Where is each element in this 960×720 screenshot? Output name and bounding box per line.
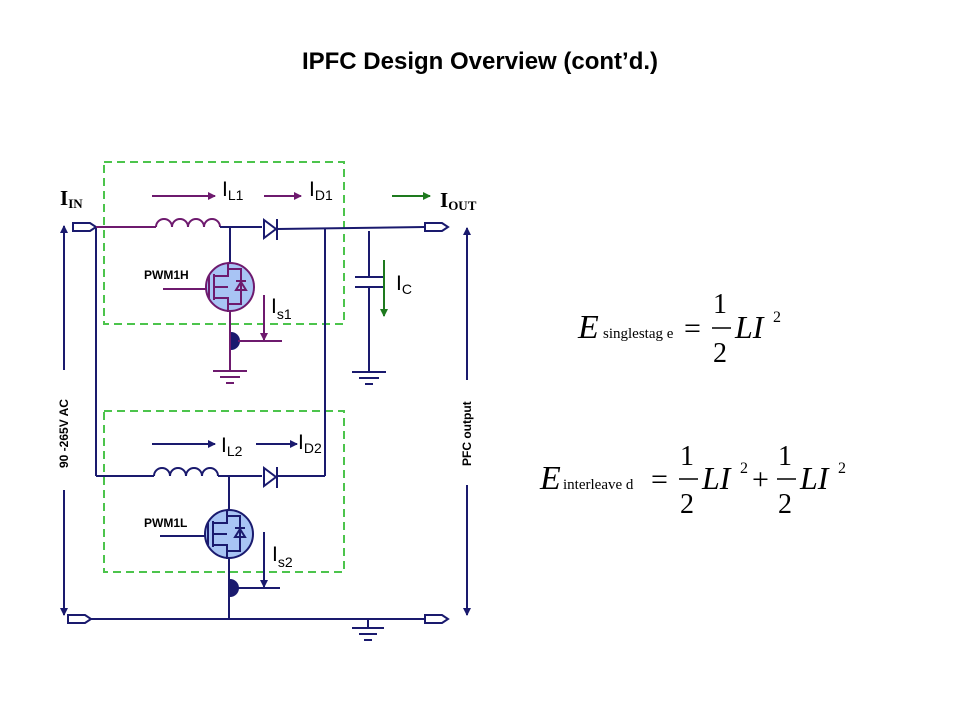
pwm1l-label: PWM1L bbox=[144, 516, 187, 530]
input-voltage-label: 90 -265V AC bbox=[57, 399, 71, 468]
diode-d2 bbox=[263, 466, 278, 488]
inductor-l1 bbox=[155, 218, 221, 228]
mosfet-q1 bbox=[205, 261, 255, 312]
equation-single-stage: E singlestag e = 1 2 LI 2 bbox=[577, 289, 781, 369]
input-wiring bbox=[95, 227, 154, 477]
output-terminal-bottom bbox=[424, 614, 450, 624]
pwm1h-label: PWM1H bbox=[144, 268, 189, 282]
ground-icon bbox=[352, 371, 386, 385]
eq2-term2: LI bbox=[799, 460, 830, 496]
eq2-numerator2: 1 bbox=[778, 441, 792, 472]
ic-label: IC bbox=[396, 272, 412, 297]
slide-title: IPFC Design Overview (cont’d.) bbox=[301, 48, 659, 75]
id1-label: ID1 bbox=[309, 178, 333, 203]
eq2-denominator1: 2 bbox=[680, 489, 694, 520]
ground-icon bbox=[352, 619, 384, 641]
eq1-numerator: 1 bbox=[713, 289, 727, 320]
stage2-box bbox=[103, 410, 345, 573]
eq1-denominator: 2 bbox=[713, 338, 727, 369]
eq2-exponent1: 2 bbox=[740, 460, 748, 477]
il1-label: IL1 bbox=[222, 178, 244, 203]
id2-label: ID2 bbox=[298, 431, 322, 456]
stage1-box bbox=[103, 161, 345, 325]
eq1-lhs-main: E bbox=[577, 309, 599, 346]
is2-label: Is2 bbox=[272, 543, 293, 570]
eq1-equals: = bbox=[684, 312, 701, 345]
eq2-lhs-sub: interleave d bbox=[563, 477, 634, 493]
capacitor bbox=[355, 231, 383, 372]
inductor-l2 bbox=[153, 467, 219, 477]
eq2-numerator1: 1 bbox=[680, 441, 694, 472]
eq2-term1: LI bbox=[701, 460, 732, 496]
eq2-denominator2: 2 bbox=[778, 489, 792, 520]
output-terminal-top bbox=[424, 222, 450, 232]
mosfet-q2 bbox=[204, 508, 254, 559]
current-sensor-2 bbox=[230, 579, 239, 597]
input-terminal-top bbox=[72, 222, 98, 232]
input-terminal-bottom bbox=[67, 614, 93, 624]
output-rail-top bbox=[276, 226, 426, 230]
is1-label: Is1 bbox=[271, 295, 292, 322]
eq1-term: LI bbox=[734, 309, 765, 345]
eq2-lhs-main: E bbox=[539, 460, 561, 497]
iout-label: IOUT bbox=[440, 188, 477, 213]
iin-label: IIN bbox=[60, 186, 83, 211]
eq2-equals: = bbox=[651, 463, 668, 496]
eq2-exponent2: 2 bbox=[838, 460, 846, 477]
il2-label: IL2 bbox=[221, 434, 243, 459]
eq1-lhs-sub: singlestag e bbox=[603, 326, 674, 342]
output-label: PFC output bbox=[460, 401, 474, 466]
equation-interleaved: E interleave d = 1 2 LI 2 + 1 2 LI 2 bbox=[539, 441, 846, 520]
current-sensor-1 bbox=[231, 332, 240, 350]
ground-icon bbox=[213, 370, 247, 384]
eq1-exponent: 2 bbox=[773, 309, 781, 326]
diode-d1 bbox=[263, 218, 278, 240]
eq2-plus: + bbox=[752, 463, 769, 496]
